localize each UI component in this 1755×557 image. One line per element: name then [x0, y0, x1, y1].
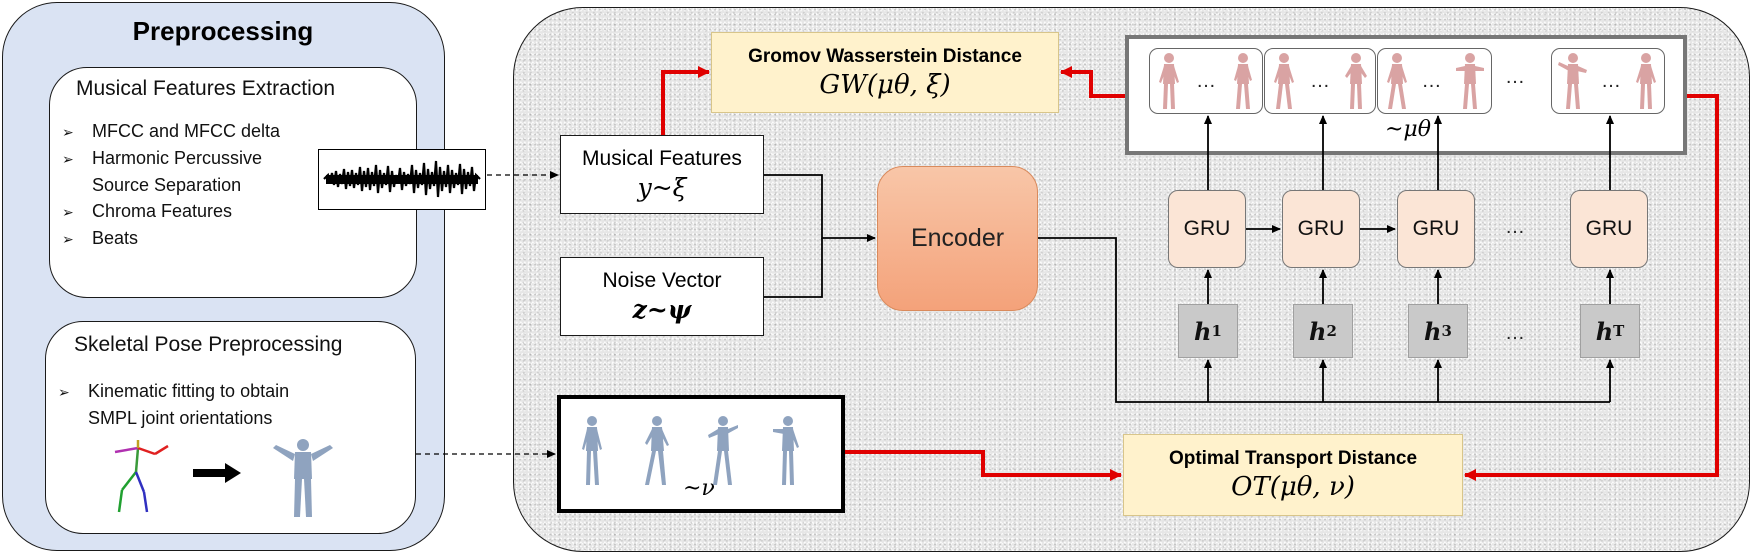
gru-cell-3: GRU	[1397, 190, 1475, 268]
musical-features-math: y~ξ	[637, 173, 687, 202]
sp-item-1b: ➢SMPL joint orientations	[88, 408, 273, 428]
real-dist-label: ~ν	[683, 476, 715, 501]
mfe-item-2: ➢Harmonic Percussive	[62, 148, 263, 168]
real-data-box	[557, 395, 845, 513]
generated-frame-3: …	[1377, 48, 1492, 114]
encoder-label: Encoder	[910, 224, 1005, 252]
frame-ellipsis: …	[1421, 69, 1442, 92]
generated-frame-2: …	[1264, 48, 1376, 114]
dancer-pose-icon	[1159, 53, 1180, 109]
gru-ellipsis: …	[1505, 216, 1525, 238]
dancer-pose-icon	[1274, 53, 1294, 109]
hidden-ellipsis: …	[1505, 322, 1525, 344]
dancer-pose-icon	[1455, 53, 1484, 109]
dancer-pose-icon	[1386, 53, 1407, 109]
gw-distance-title: Gromov Wasserstein Distance	[748, 45, 1022, 67]
skeletal-pose-preprocessing-title: Skeletal Pose Preprocessing	[74, 333, 343, 356]
gru-cell-T: GRU	[1570, 190, 1648, 268]
skeleton-icon	[114, 440, 169, 513]
body-mesh-icon	[273, 439, 333, 517]
dancer-pose-icon	[1558, 53, 1588, 109]
mfe-item-2b: ➢Source Separation	[92, 175, 242, 195]
sp-item-1: ➢Kinematic fitting to obtain	[58, 381, 290, 401]
encoder-block: Encoder	[877, 166, 1038, 311]
dancer-pose-icon	[1635, 53, 1656, 109]
noise-vector-label: Noise Vector	[602, 269, 722, 292]
frame-ellipsis: …	[1195, 69, 1216, 92]
noise-vector-math: z~ψ	[632, 295, 692, 324]
mfe-item-3: ➢Chroma Features	[62, 201, 233, 221]
waveform-icon	[323, 160, 481, 198]
gru-cell-2: GRU	[1282, 190, 1360, 268]
mfe-item-1: ➢MFCC and MFCC delta	[62, 121, 281, 141]
frame-ellipsis: …	[1600, 69, 1621, 92]
generated-frame-T: …	[1551, 48, 1665, 114]
generated-dist-label: ~μθ	[1385, 117, 1431, 142]
gw-distance-box: Gromov Wasserstein Distance GW(μθ, ξ)	[711, 32, 1059, 113]
real-dancer-poses-icon	[582, 416, 799, 485]
gw-distance-math: GW(μθ, ξ)	[819, 69, 951, 100]
ot-distance-box: Optimal Transport Distance OT(μθ, ν)	[1123, 434, 1463, 516]
preprocessing-title: Preprocessing	[132, 16, 314, 46]
conversion-arrow-icon	[193, 463, 241, 483]
musical-features-box: Musical Features y~ξ	[560, 135, 764, 214]
generated-ellipsis: …	[1505, 66, 1525, 88]
noise-vector-box: Noise Vector z~ψ	[560, 257, 764, 336]
mfe-item-4: ➢Beats	[62, 228, 139, 248]
ot-distance-math: OT(μθ, ν)	[1231, 472, 1355, 502]
gru-cell-1: GRU	[1168, 190, 1246, 268]
ot-distance-title: Optimal Transport Distance	[1168, 448, 1418, 469]
generated-frame-1: …	[1149, 48, 1263, 114]
frame-ellipsis: …	[1310, 69, 1330, 92]
skeletal-pose-preprocessing-box	[45, 321, 416, 534]
dancer-pose-icon	[1233, 53, 1252, 109]
dancer-pose-icon	[1345, 53, 1367, 109]
musical-features-label: Musical Features	[582, 147, 742, 170]
musical-features-extraction-title: Musical Features Extraction	[76, 77, 336, 100]
